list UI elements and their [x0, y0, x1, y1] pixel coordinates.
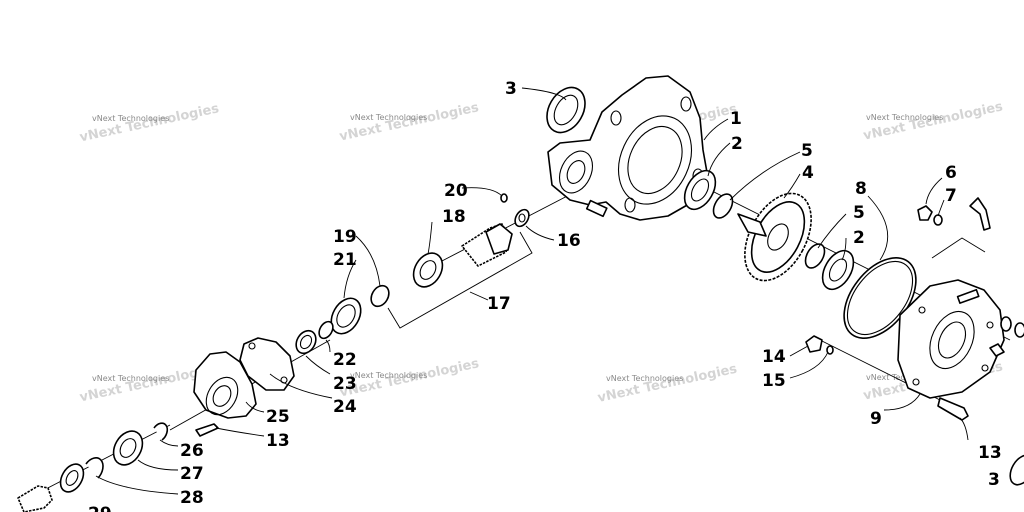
callout-20: 20 [444, 181, 468, 201]
part-16-pilot-bearing [514, 208, 530, 228]
part-15-washer [826, 345, 834, 355]
callout-29: 29 [88, 504, 112, 512]
pinion-gear [461, 223, 513, 267]
callout-19: 19 [333, 227, 357, 247]
callout-4: 4 [802, 163, 814, 183]
part-2-bearing-lower [821, 249, 855, 291]
breather-fitting [969, 197, 991, 231]
callout-28: 28 [180, 488, 204, 508]
callout-numbers: 3 1 2 5 4 5 2 8 6 7 9 14 15 13 3 16 17 1… [88, 79, 1002, 512]
callout-1: 1 [730, 109, 742, 129]
part-8-o-ring [843, 257, 917, 339]
part-6-plug [917, 205, 933, 221]
callout-26: 26 [180, 441, 204, 461]
part-3-seal-top [546, 86, 586, 134]
callout-15: 15 [762, 371, 786, 391]
watermark-text: vNext Technologies [92, 114, 169, 123]
callout-9: 9 [870, 409, 882, 429]
watermark-text: vNext Technologies [606, 374, 683, 383]
part-7-washer [933, 214, 943, 226]
part-26-snap-ring [153, 422, 169, 441]
callout-24: 24 [333, 397, 357, 417]
part-3-seal-lower [1009, 454, 1024, 486]
part-25-input-housing [193, 351, 257, 419]
watermark-2: vNext Technologies vNext Technologies [338, 100, 480, 144]
watermark-4: vNext Technologies vNext Technologies [862, 99, 1004, 143]
part-4-ring-gear [737, 192, 812, 282]
watermark-7: vNext Technologies vNext Technologies [596, 362, 738, 406]
callout-6: 6 [945, 163, 957, 183]
input-shaft [17, 485, 53, 512]
callout-leaders [95, 87, 969, 495]
callout-3-top: 3 [505, 79, 517, 99]
callout-2-upper: 2 [731, 134, 743, 154]
part-27-bearing [112, 430, 144, 466]
part-18-bearing [412, 252, 444, 288]
watermark-text: vNext Technologies [350, 113, 427, 122]
part-14-bolt [805, 335, 823, 353]
watermark-ghost-text: vNext Technologies [596, 362, 738, 406]
callout-25: 25 [266, 407, 290, 427]
callout-5-upper: 5 [801, 141, 813, 161]
watermark-6: vNext Technologies vNext Technologies [338, 356, 480, 400]
part-19-spacer [370, 284, 390, 308]
callout-7: 7 [945, 186, 957, 206]
part-13-bolt-left [195, 423, 219, 437]
part-21-bearing-cup [330, 297, 362, 335]
callout-13-left: 13 [266, 431, 290, 451]
watermark-ghost-text: vNext Technologies [78, 101, 220, 145]
watermark-1: vNext Technologies vNext Technologies [78, 101, 220, 145]
callout-27: 27 [180, 464, 204, 484]
part-2-bearing-upper [683, 169, 717, 211]
callout-21: 21 [333, 250, 357, 270]
part-1-gear-case [547, 75, 709, 221]
callout-8: 8 [855, 179, 867, 199]
callout-16: 16 [557, 231, 581, 251]
watermark-text: vNext Technologies [350, 371, 427, 380]
lower-left-seal [59, 463, 85, 493]
callout-5-lower: 5 [853, 203, 865, 223]
part-28-snap-ring [85, 457, 104, 479]
right-washers [989, 316, 1024, 357]
part-9-cover [897, 279, 1005, 399]
callout-14: 14 [762, 347, 786, 367]
callout-18: 18 [442, 207, 466, 227]
watermark-text: vNext Technologies [92, 374, 169, 383]
callout-17: 17 [487, 294, 511, 314]
part-13-bolt-right [937, 397, 969, 421]
watermark-ghost-text: vNext Technologies [338, 100, 480, 144]
part-20-pin [500, 193, 508, 203]
part-23-bushing [295, 329, 317, 355]
watermark-text: vNext Technologies [866, 113, 943, 122]
callout-22: 22 [333, 350, 357, 370]
part-5-shim-lower [804, 243, 826, 269]
callout-23: 23 [333, 374, 357, 394]
part-22-o-ring [318, 320, 334, 340]
callout-13-right: 13 [978, 443, 1002, 463]
part-5-shim-upper [712, 193, 734, 219]
callout-2-lower: 2 [853, 228, 865, 248]
callout-3-lower: 3 [988, 470, 1000, 490]
